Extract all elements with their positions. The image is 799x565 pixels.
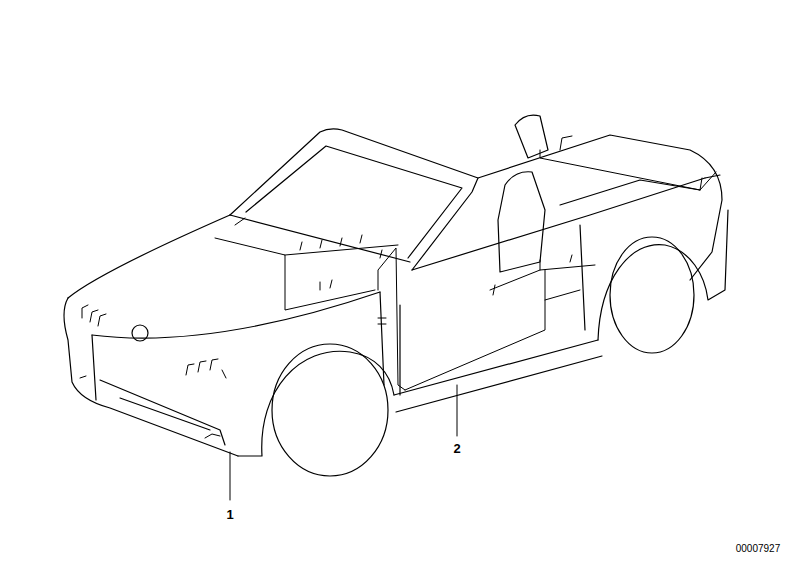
harness-branch [320, 280, 332, 290]
console-line [560, 180, 700, 205]
callout-number: 2 [453, 442, 460, 455]
grille-line [120, 398, 210, 430]
seat [498, 172, 545, 272]
door-rear-edge [580, 225, 585, 330]
headlight-plugs [82, 305, 106, 326]
nose-edge [92, 335, 96, 400]
door-harness [405, 255, 595, 390]
seat-rear [515, 115, 548, 158]
emblem [132, 325, 148, 341]
pillar-plug [378, 318, 386, 324]
windshield-inner [246, 146, 462, 258]
front-wheel-arch [238, 351, 394, 456]
sill-lower [396, 356, 602, 412]
lower-plugs [80, 376, 220, 438]
wiring-harness [80, 136, 716, 438]
sill [394, 340, 598, 395]
leader-line [230, 452, 231, 500]
body-top-line [412, 178, 705, 270]
front-nose [64, 298, 238, 456]
rear-wheel [610, 237, 694, 353]
fender-plugs [186, 359, 226, 378]
hood-edge [68, 215, 230, 298]
leader-line [457, 385, 458, 436]
rear-harness [540, 136, 716, 190]
callout-number: 1 [226, 508, 233, 521]
rear-wheel-arch [598, 210, 728, 340]
rear-deck [478, 135, 722, 280]
door-edge [399, 305, 400, 395]
front-wheel [272, 344, 388, 476]
cowl [230, 215, 410, 262]
drawing-number: 00007927 [736, 544, 781, 554]
bumper-line [100, 380, 225, 445]
front-harness [215, 218, 405, 390]
